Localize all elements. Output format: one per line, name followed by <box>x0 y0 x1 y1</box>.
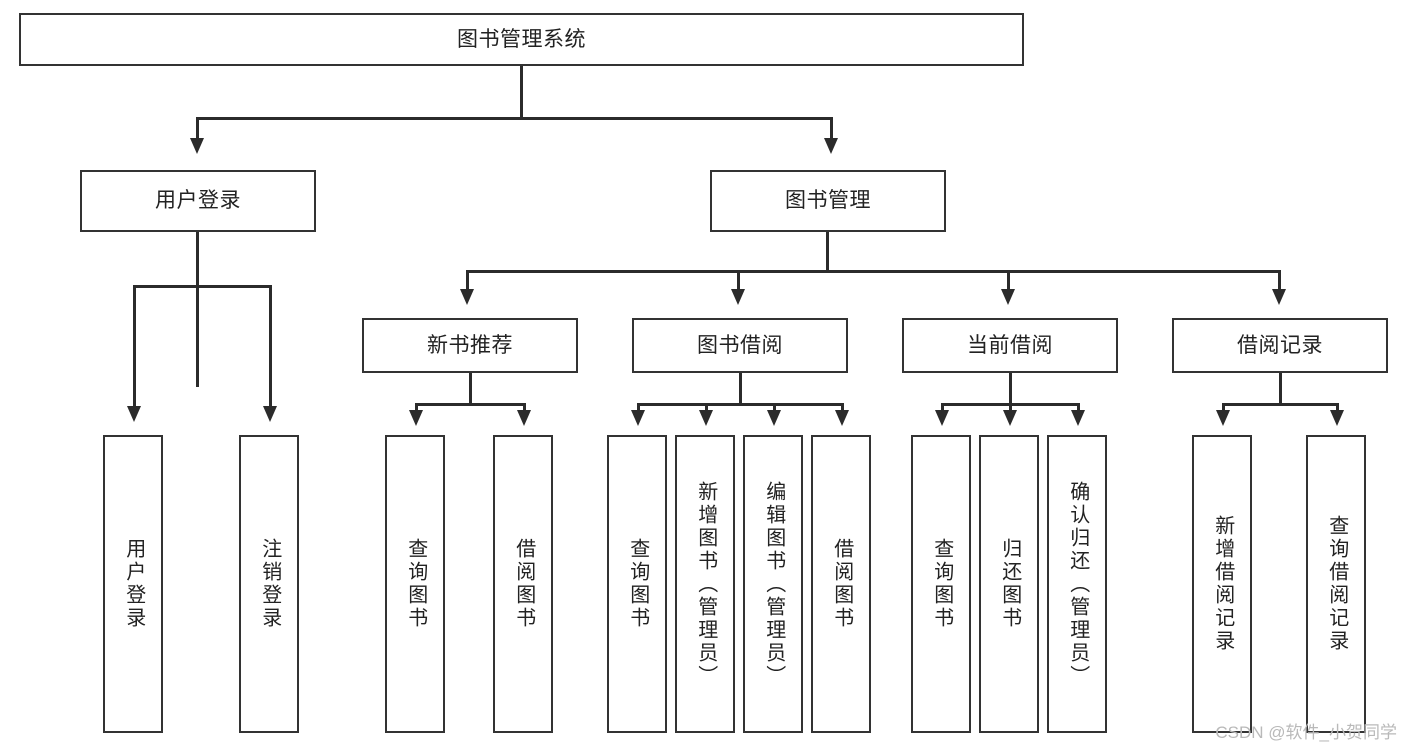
leaf-new-book-query-book[interactable]: 查询图书 <box>385 435 445 733</box>
edge-borrow-record-stem <box>1279 373 1282 405</box>
arrow-leaf-current-borrow-3 <box>1071 410 1085 426</box>
leaf-label: 确认归还（管理员） <box>1066 480 1089 688</box>
arrow-leaf-user-login-1 <box>127 406 141 422</box>
leaf-label: 用户登录 <box>122 538 145 630</box>
leaf-book-borrow-borrow-book[interactable]: 借阅图书 <box>811 435 871 733</box>
arrow-leaf-current-borrow-2 <box>1003 410 1017 426</box>
leaf-book-borrow-add-book[interactable]: 新增图书（管理员） <box>675 435 735 733</box>
edge-book-manage-drop-2 <box>737 270 740 292</box>
edge-borrow-record-bus <box>1222 403 1338 406</box>
watermark-text: CSDN @软件_小贺同学 <box>1215 723 1397 742</box>
node-borrow-record[interactable]: 借阅记录 <box>1172 318 1388 373</box>
leaf-borrow-record-query-record[interactable]: 查询借阅记录 <box>1306 435 1366 733</box>
leaf-label: 查询借阅记录 <box>1325 515 1348 653</box>
node-book-borrow[interactable]: 图书借阅 <box>632 318 848 373</box>
leaf-book-borrow-edit-book[interactable]: 编辑图书（管理员） <box>743 435 803 733</box>
arrow-leaf-book-borrow-4 <box>835 410 849 426</box>
edge-user-login-stem <box>196 232 199 387</box>
leaf-current-borrow-confirm-return[interactable]: 确认归还（管理员） <box>1047 435 1107 733</box>
leaf-label: 借阅图书 <box>512 538 535 630</box>
edge-root-bus <box>196 117 833 120</box>
leaf-label: 查询图书 <box>626 538 649 630</box>
arrow-leaf-current-borrow-1 <box>935 410 949 426</box>
arrow-to-book-manage <box>824 138 838 154</box>
leaf-user-login-logout[interactable]: 注销登录 <box>239 435 299 733</box>
edge-new-book-drop-2 <box>523 403 526 413</box>
edge-book-borrow-stem <box>739 373 742 405</box>
edge-current-borrow-drop-2 <box>1009 403 1012 413</box>
leaf-label: 新增图书（管理员） <box>694 480 717 688</box>
leaf-label: 新增借阅记录 <box>1211 515 1234 653</box>
edge-root-to-book-manage <box>830 117 833 141</box>
edge-new-book-drop-1 <box>415 403 418 413</box>
edge-book-manage-drop-1 <box>466 270 469 292</box>
leaf-new-book-borrow-book[interactable]: 借阅图书 <box>493 435 553 733</box>
arrow-leaf-new-book-1 <box>409 410 423 426</box>
leaf-user-login-login[interactable]: 用户登录 <box>103 435 163 733</box>
edge-current-borrow-stem <box>1009 373 1012 405</box>
edge-book-borrow-drop-2 <box>705 403 708 413</box>
leaf-label: 注销登录 <box>258 538 281 630</box>
arrow-to-borrow-record <box>1272 289 1286 305</box>
node-new-book-recommend[interactable]: 新书推荐 <box>362 318 578 373</box>
node-book-management[interactable]: 图书管理 <box>710 170 946 232</box>
arrow-leaf-book-borrow-1 <box>631 410 645 426</box>
edge-borrow-record-drop-1 <box>1222 403 1225 413</box>
arrow-to-user-login <box>190 138 204 154</box>
edge-current-borrow-drop-3 <box>1077 403 1080 413</box>
node-root-system[interactable]: 图书管理系统 <box>19 13 1024 66</box>
leaf-label: 借阅图书 <box>830 538 853 630</box>
edge-book-borrow-drop-3 <box>773 403 776 413</box>
arrow-to-book-borrow <box>731 289 745 305</box>
edge-user-login-drop-2 <box>269 285 272 409</box>
arrow-leaf-book-borrow-2 <box>699 410 713 426</box>
edge-root-to-user-login <box>196 117 199 141</box>
edge-new-book-stem <box>469 373 472 405</box>
arrow-leaf-borrow-record-2 <box>1330 410 1344 426</box>
arrow-leaf-new-book-2 <box>517 410 531 426</box>
leaf-label: 归还图书 <box>998 538 1021 630</box>
arrow-to-current-borrow <box>1001 289 1015 305</box>
edge-book-manage-drop-4 <box>1278 270 1281 292</box>
arrow-leaf-book-borrow-3 <box>767 410 781 426</box>
arrow-to-new-book-recommend <box>460 289 474 305</box>
leaf-label: 查询图书 <box>930 538 953 630</box>
edge-book-manage-bus <box>466 270 1280 273</box>
edge-borrow-record-drop-2 <box>1336 403 1339 413</box>
edge-new-book-bus <box>415 403 525 406</box>
edge-book-manage-drop-3 <box>1007 270 1010 292</box>
leaf-borrow-record-add-record[interactable]: 新增借阅记录 <box>1192 435 1252 733</box>
leaf-book-borrow-query-book[interactable]: 查询图书 <box>607 435 667 733</box>
node-current-borrow[interactable]: 当前借阅 <box>902 318 1118 373</box>
arrow-leaf-borrow-record-1 <box>1216 410 1230 426</box>
edge-book-manage-stem <box>826 232 829 272</box>
node-user-login[interactable]: 用户登录 <box>80 170 316 232</box>
leaf-label: 查询图书 <box>404 538 427 630</box>
arrow-leaf-user-login-2 <box>263 406 277 422</box>
edge-user-login-bus <box>133 285 271 288</box>
edge-book-borrow-drop-4 <box>841 403 844 413</box>
leaf-label: 编辑图书（管理员） <box>762 480 785 688</box>
edge-book-borrow-bus <box>637 403 843 406</box>
edge-user-login-drop-1 <box>133 285 136 409</box>
leaf-current-borrow-query-book[interactable]: 查询图书 <box>911 435 971 733</box>
edge-current-borrow-drop-1 <box>941 403 944 413</box>
leaf-current-borrow-return-book[interactable]: 归还图书 <box>979 435 1039 733</box>
edge-root-stem <box>520 66 523 119</box>
edge-book-borrow-drop-1 <box>637 403 640 413</box>
